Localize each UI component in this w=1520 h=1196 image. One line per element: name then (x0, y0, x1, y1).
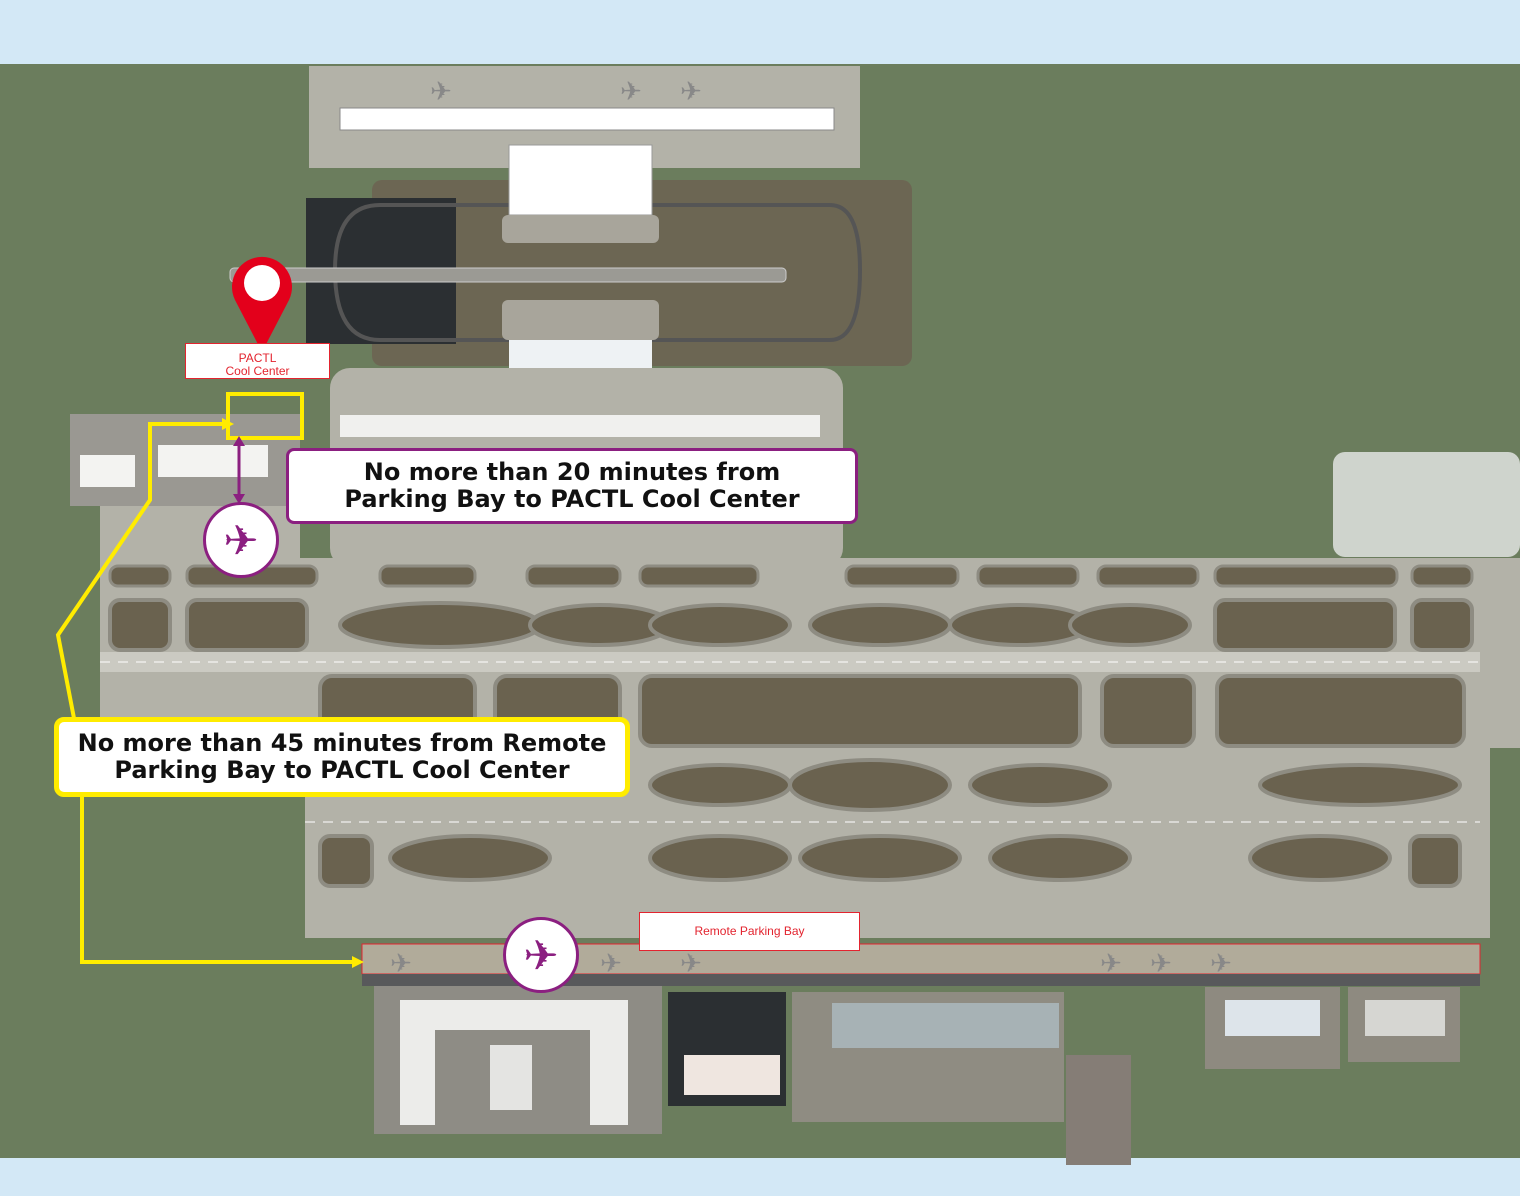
bottom-band (0, 1158, 1520, 1196)
label-line: PACTL (238, 351, 277, 365)
svg-text:✈: ✈ (620, 77, 642, 107)
svg-text:✈: ✈ (600, 949, 622, 979)
callout-line: No more than 20 minutes from (363, 458, 781, 486)
svg-text:✈: ✈ (430, 77, 452, 107)
airplane-icon: ✈ (503, 917, 579, 993)
terminal-building (508, 144, 653, 216)
label-line: Cool Center (225, 364, 290, 378)
callout-45-minutes: No more than 45 minutes from Remote Park… (54, 717, 630, 797)
route-45min (55, 422, 352, 964)
svg-text:✈: ✈ (680, 949, 702, 979)
pactl-highlight (226, 392, 304, 440)
callout-line: Parking Bay to PACTL Cool Center (114, 756, 570, 784)
airplane-icon: ✈ (203, 502, 279, 578)
svg-text:✈: ✈ (1100, 949, 1122, 979)
north-runway (339, 107, 835, 131)
top-band (0, 0, 1520, 64)
remote-parking-bay-label: Remote Parking Bay (639, 912, 860, 951)
callout-line: Parking Bay to PACTL Cool Center (344, 485, 800, 513)
svg-text:✈: ✈ (390, 949, 412, 979)
east-building (1333, 452, 1520, 557)
location-pin-icon (232, 256, 292, 352)
svg-text:✈: ✈ (680, 77, 702, 107)
pactl-cool-center-label: PACTL Cool Center (185, 343, 330, 379)
callout-line: No more than 45 minutes from Remote (77, 729, 607, 757)
svg-text:✈: ✈ (1150, 949, 1172, 979)
callout-20-minutes: No more than 20 minutes from Parking Bay… (286, 448, 858, 524)
svg-text:✈: ✈ (1210, 949, 1232, 979)
